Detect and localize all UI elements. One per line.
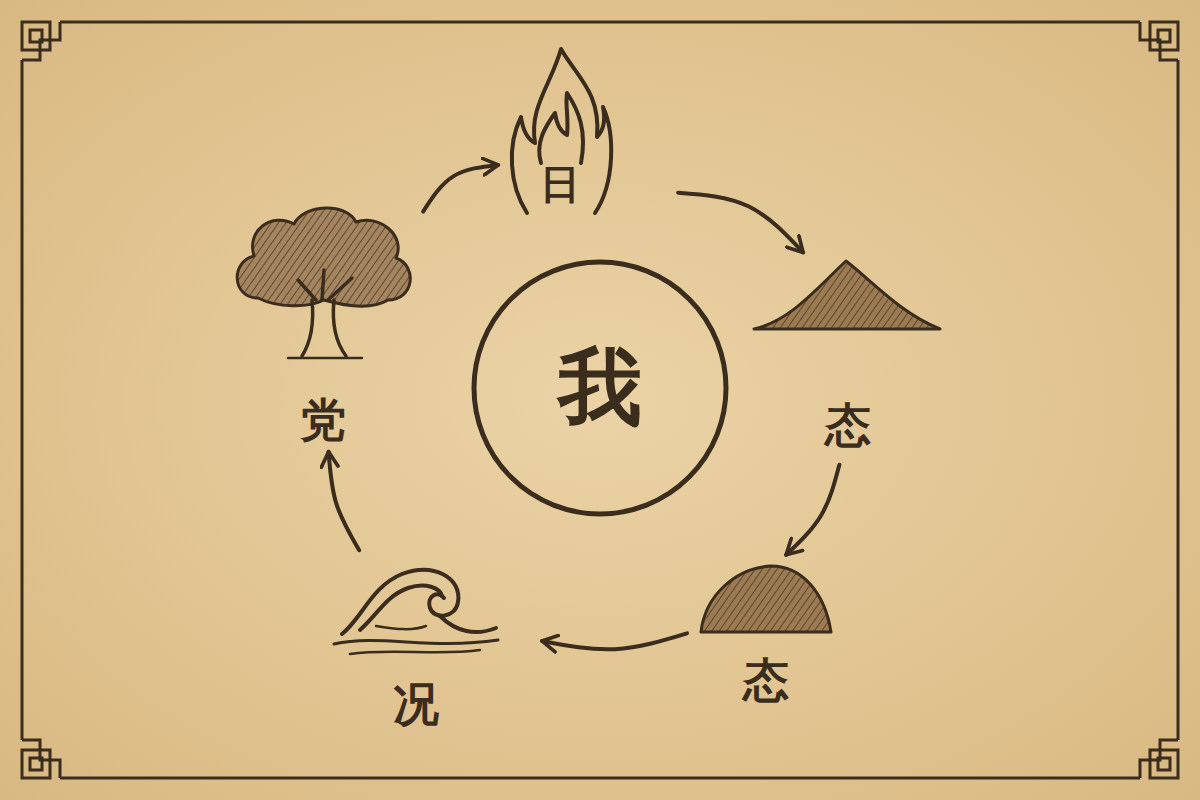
tree-node: 党 [228, 200, 418, 446]
wave-node: 况 [330, 556, 502, 730]
mound-node: 态 [750, 255, 945, 451]
cycle-arrow [423, 165, 498, 212]
cycle-arrow [329, 452, 360, 551]
node-label: 态 [743, 658, 789, 704]
circle-node: 我 [470, 258, 730, 518]
node-label: 况 [393, 682, 439, 728]
corner-ornament [22, 22, 60, 60]
node-label: 我 [558, 346, 642, 430]
node-label: 党 [300, 398, 346, 444]
cycle-arrow [786, 465, 839, 555]
cycle-arrow [542, 633, 687, 649]
node-label: 日 [540, 165, 580, 205]
border [22, 22, 1178, 778]
node-label: 态 [825, 403, 871, 449]
cycle-arrow [678, 193, 803, 253]
flame-node: 日 [505, 45, 615, 223]
mound2-node: 态 [695, 560, 837, 706]
